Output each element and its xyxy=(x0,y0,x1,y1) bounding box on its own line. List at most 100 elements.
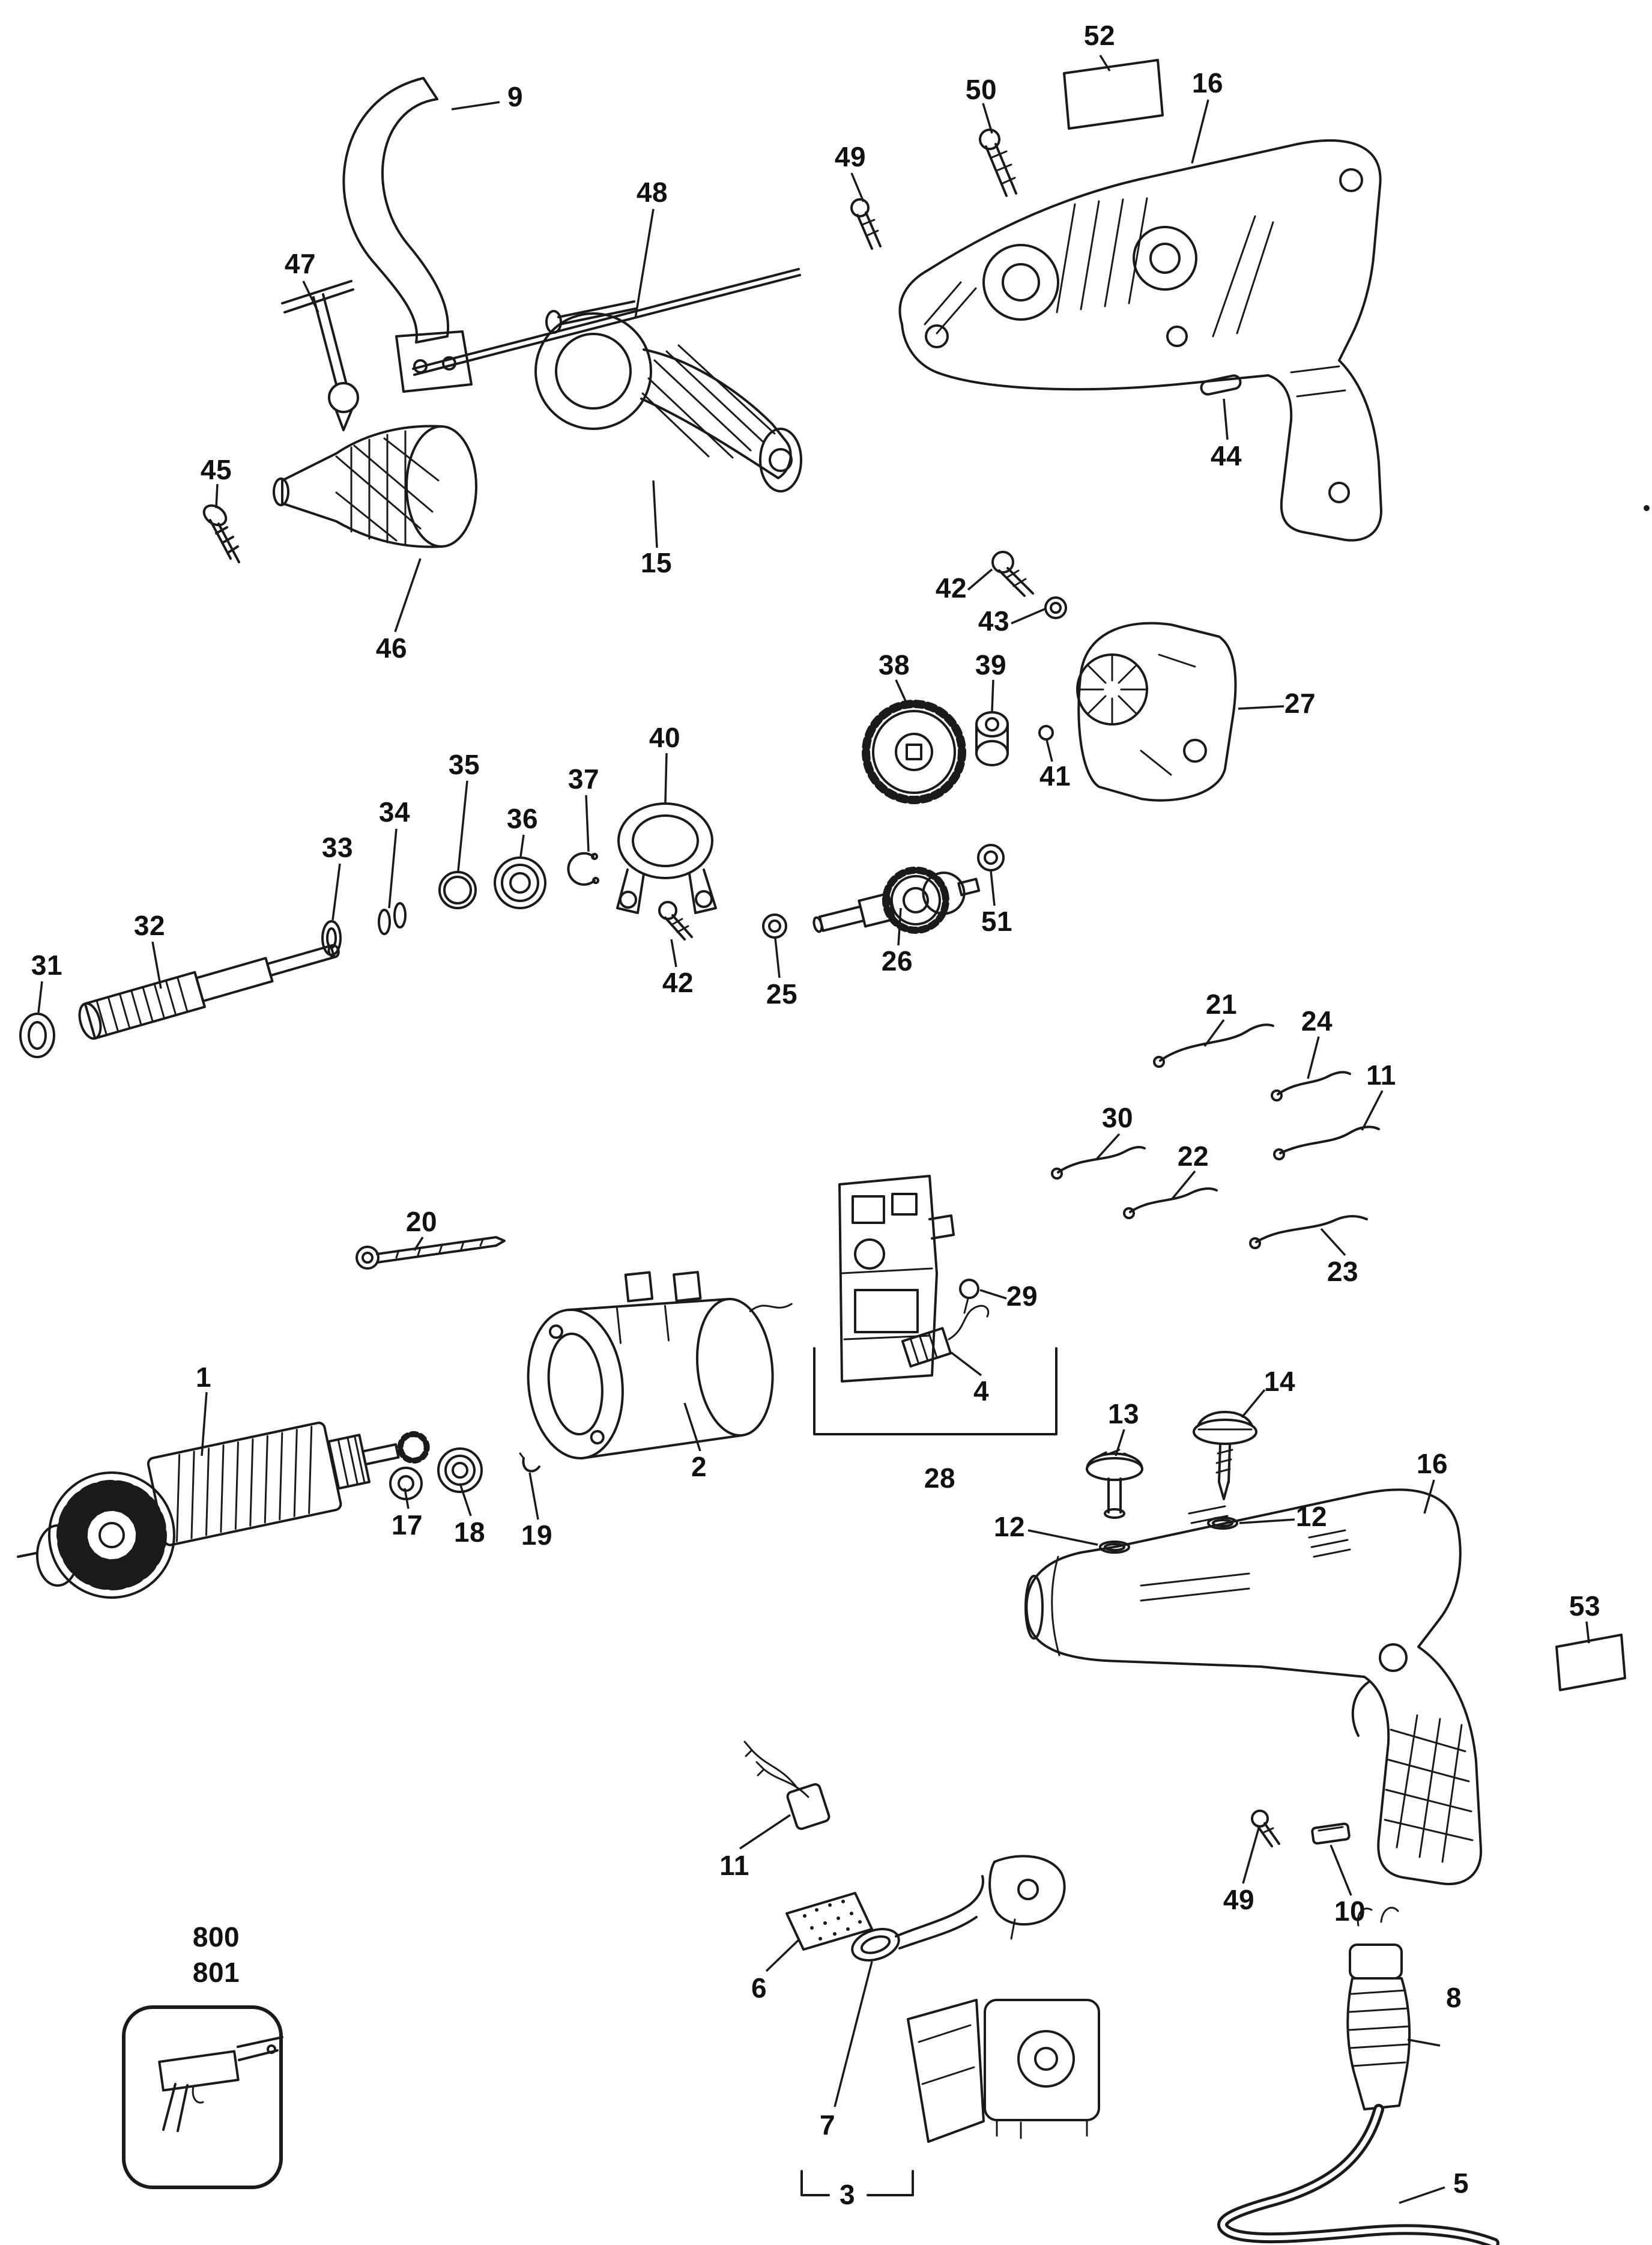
clip-10-drawing xyxy=(1311,1822,1351,1845)
washer-33-drawing xyxy=(321,920,342,956)
part-label-21: 21 xyxy=(1205,989,1238,1020)
part-label-31: 31 xyxy=(31,950,63,981)
clips-34-drawing xyxy=(378,902,407,935)
spring-23-drawing xyxy=(1249,1215,1368,1249)
oring-35-drawing xyxy=(438,871,477,909)
chuck-46-drawing xyxy=(273,425,477,548)
part-label-2: 2 xyxy=(691,1451,707,1482)
part-label-33: 33 xyxy=(321,832,354,863)
screw-49-top-drawing xyxy=(850,198,882,250)
screw-50-drawing xyxy=(979,129,1017,197)
part-label-35: 35 xyxy=(448,749,480,780)
sleeve-39-drawing xyxy=(975,711,1009,766)
part-label-14: 14 xyxy=(1263,1366,1296,1397)
power-cord-5-drawing xyxy=(1217,2104,1499,2245)
part-label-800: 800 xyxy=(192,1921,240,1953)
part-label-4: 4 xyxy=(973,1375,990,1407)
tag-53-drawing xyxy=(1555,1634,1626,1691)
part-label-6: 6 xyxy=(751,1972,767,2004)
spindle-32-drawing xyxy=(78,944,340,1040)
housing-half-16-drawing xyxy=(898,139,1382,542)
spring-11-drawing xyxy=(1273,1126,1380,1160)
part-label-48: 48 xyxy=(636,177,668,208)
clip-29-drawing xyxy=(959,1279,979,1314)
bearing-18-drawing xyxy=(437,1447,483,1493)
part-label-22: 22 xyxy=(1177,1141,1209,1172)
part-label-25: 25 xyxy=(766,978,798,1010)
part-label-32: 32 xyxy=(133,910,166,941)
oring-12-left-drawing xyxy=(1099,1541,1130,1554)
part-label-13: 13 xyxy=(1107,1398,1140,1429)
part-label-11-b: 11 xyxy=(719,1850,749,1881)
part-label-41: 41 xyxy=(1039,760,1071,792)
part-label-18: 18 xyxy=(453,1516,486,1548)
group-bracket-28 xyxy=(813,1347,1057,1435)
part-label-44: 44 xyxy=(1210,440,1242,471)
clip-19-drawing xyxy=(519,1452,540,1473)
part-label-43: 43 xyxy=(978,605,1010,637)
part-label-24: 24 xyxy=(1301,1005,1333,1037)
part-label-42-b: 42 xyxy=(662,967,694,998)
tag-52-drawing xyxy=(1063,59,1164,130)
screw-42-top-drawing xyxy=(991,551,1034,597)
foam-6-drawing xyxy=(785,1892,873,1951)
drill-assembly-16-drawing xyxy=(1024,1488,1483,1885)
bearing-17-drawing xyxy=(389,1467,423,1500)
switch-3-drawing xyxy=(907,1999,1100,2143)
part-label-3: 3 xyxy=(839,2179,856,2210)
part-label-49-b: 49 xyxy=(1223,1884,1255,1915)
part-label-47: 47 xyxy=(284,248,316,279)
part-label-1: 1 xyxy=(195,1362,212,1393)
spring-30-drawing xyxy=(1051,1146,1146,1180)
armature-1-drawing xyxy=(17,1422,430,1599)
part-label-9: 9 xyxy=(507,81,524,112)
part-label-29: 29 xyxy=(1006,1280,1038,1312)
screw-20-drawing xyxy=(356,1236,506,1270)
gear-38-drawing xyxy=(862,700,966,804)
ring-51-drawing xyxy=(977,844,1005,871)
part-label-15: 15 xyxy=(640,547,673,578)
part-label-17: 17 xyxy=(391,1509,423,1541)
part-label-5: 5 xyxy=(1453,2168,1469,2199)
clamp-40-drawing xyxy=(616,802,717,914)
part-label-53: 53 xyxy=(1569,1590,1601,1622)
knob-14-drawing xyxy=(1193,1411,1257,1500)
cord-protector-8-drawing xyxy=(1346,1907,1411,2110)
part-label-52: 52 xyxy=(1083,20,1116,51)
bearing-36-drawing xyxy=(494,856,546,909)
part-label-28: 28 xyxy=(924,1462,956,1494)
screw-45-drawing xyxy=(202,504,240,563)
part-label-16: 16 xyxy=(1191,67,1224,98)
spring-22-drawing xyxy=(1123,1187,1218,1219)
part-label-40: 40 xyxy=(649,722,681,753)
part-label-12-b: 12 xyxy=(1295,1501,1328,1532)
washer-43-drawing xyxy=(1044,596,1067,619)
part-label-39: 39 xyxy=(975,649,1007,680)
part-label-45: 45 xyxy=(200,454,232,485)
part-label-49: 49 xyxy=(834,141,867,172)
part-label-26: 26 xyxy=(881,945,913,977)
knob-13-drawing xyxy=(1086,1449,1143,1519)
lever-7-drawing xyxy=(851,1855,1066,1962)
ball-41-drawing xyxy=(1038,725,1054,741)
part-label-16-b: 16 xyxy=(1416,1448,1448,1479)
field-2-drawing xyxy=(527,1271,793,1459)
part-label-38: 38 xyxy=(878,649,910,680)
gear-shaft-26-drawing xyxy=(812,866,981,934)
part-label-50: 50 xyxy=(965,74,997,105)
part-label-7: 7 xyxy=(819,2109,836,2140)
screw-42-mid-drawing xyxy=(658,901,693,941)
spring-21-drawing xyxy=(1153,1023,1274,1068)
ring-31-drawing xyxy=(19,1013,55,1058)
gear-case-27-drawing xyxy=(1076,622,1237,802)
pin-44-drawing xyxy=(1200,374,1242,396)
part-label-23: 23 xyxy=(1327,1256,1359,1287)
strap-9-drawing xyxy=(342,77,473,393)
spring-24-drawing xyxy=(1271,1071,1351,1101)
part-label-37: 37 xyxy=(567,763,600,795)
part-label-34: 34 xyxy=(378,796,411,828)
screw-49-bottom-drawing xyxy=(1251,1810,1280,1847)
part-label-12: 12 xyxy=(993,1511,1026,1542)
